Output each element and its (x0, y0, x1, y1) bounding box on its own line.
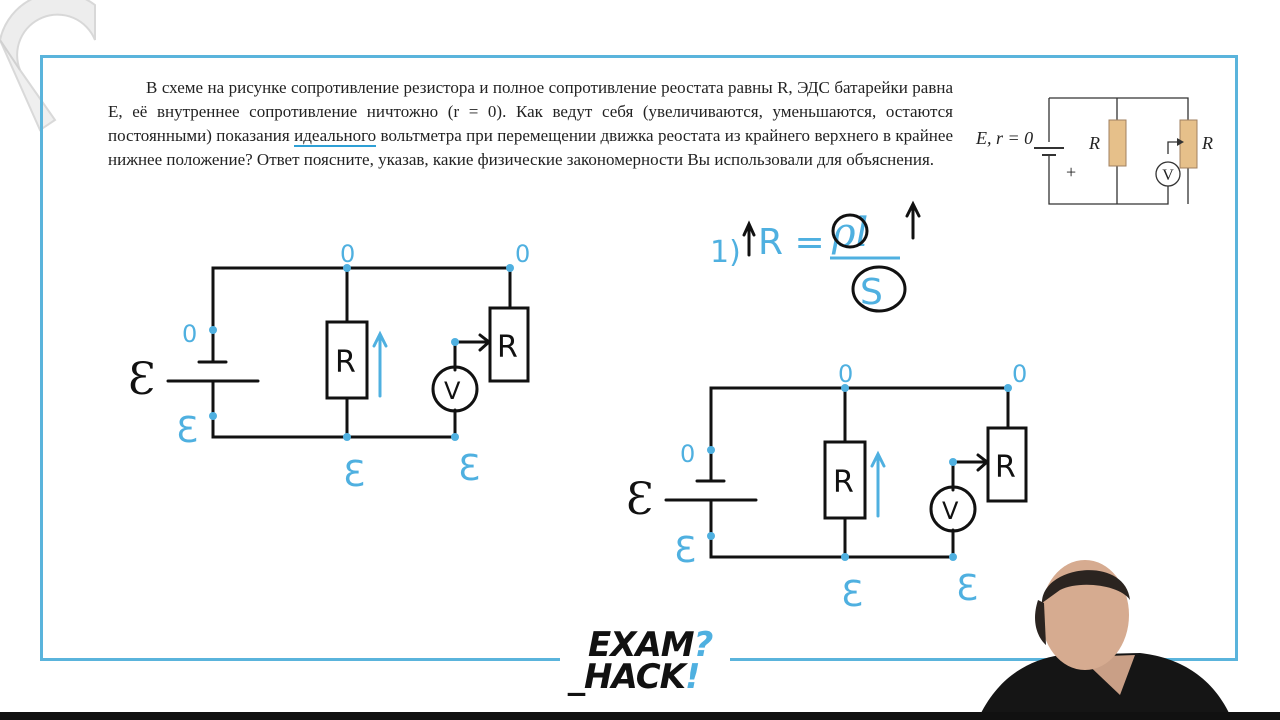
svg-text:R =: R = (758, 222, 825, 263)
svg-text:R: R (1088, 133, 1100, 153)
right-current-arrow (870, 450, 886, 518)
svg-text:Ɛ: Ɛ (176, 410, 198, 451)
svg-text:ρl: ρl (831, 210, 868, 256)
svg-text:Ɛ: Ɛ (674, 530, 696, 571)
printed-resistor (1108, 119, 1127, 167)
sketch-circuit-left (166, 266, 530, 439)
printed-circuit-diagram: V E, r = 0 + R R (975, 97, 1213, 205)
formula-resistance: 1) R = ρl S (710, 200, 921, 313)
svg-text:0: 0 (515, 240, 530, 268)
svg-text:Ɛ: Ɛ (343, 454, 365, 495)
svg-text:S: S (860, 272, 883, 313)
svg-text:0: 0 (680, 440, 695, 468)
underlined-word: идеального (294, 126, 377, 147)
svg-text:Ɛ: Ɛ (956, 568, 978, 609)
source-label: E, r = 0 (975, 128, 1033, 148)
right-emf-label: Ɛ (626, 474, 653, 525)
presenter-webcam (980, 560, 1230, 715)
right-resistor-label: R (833, 465, 854, 500)
svg-text:0: 0 (838, 360, 853, 388)
left-node-dots (209, 264, 514, 441)
right-voltmeter-label: V (942, 497, 959, 525)
right-node-dots (707, 384, 1012, 561)
examhack-logo: EXAM? _HACK! (560, 626, 730, 696)
sketch-circuit-right (664, 386, 1028, 559)
svg-text:1): 1) (710, 235, 741, 270)
bottom-bar (0, 712, 1280, 720)
svg-text:+: + (1066, 162, 1076, 182)
left-rheostat-label: R (497, 330, 518, 365)
left-voltmeter-label: V (444, 377, 461, 405)
printed-voltmeter (1155, 161, 1181, 187)
svg-text:0: 0 (182, 320, 197, 348)
left-resistor-label: R (335, 345, 356, 380)
left-emf-label: Ɛ (128, 354, 155, 405)
left-current-arrow (372, 330, 388, 398)
svg-text:0: 0 (1012, 360, 1027, 388)
svg-text:V: V (1162, 167, 1174, 184)
svg-text:Ɛ: Ɛ (458, 448, 480, 489)
svg-text:0: 0 (340, 240, 355, 268)
svg-text:R: R (1201, 133, 1213, 153)
right-rheostat-label: R (995, 450, 1016, 485)
svg-text:Ɛ: Ɛ (841, 574, 863, 615)
problem-text: В схеме на рисунке сопротивление резисто… (108, 78, 953, 169)
